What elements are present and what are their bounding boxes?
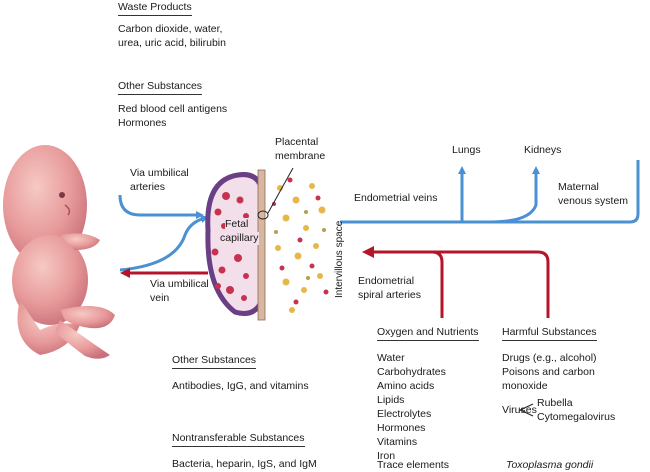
intervillous-particles bbox=[272, 177, 329, 313]
spiral-arteries-line-2: spiral arteries bbox=[358, 289, 422, 301]
fetal-capillary-shape bbox=[205, 169, 269, 321]
toxoplasma-label: Toxoplasma gondii bbox=[506, 459, 594, 471]
virus-cytomegalovirus: Cytomegalovirus bbox=[537, 411, 616, 423]
virus-bracket bbox=[518, 403, 534, 417]
other-bottom-heading: Other Substances bbox=[172, 354, 257, 369]
other-bottom-line: Antibodies, IgG, and vitamins bbox=[172, 380, 309, 392]
nontransferable-line: Bacteria, heparin, IgS, and IgM bbox=[172, 458, 317, 470]
harmful-line-2: Poisons and carbon bbox=[502, 366, 595, 378]
nontransferable-heading: Nontransferable Substances bbox=[172, 432, 305, 447]
via-arteries-line-1: Via umbilical bbox=[130, 167, 189, 179]
placental-membrane-line-1: Placental bbox=[275, 136, 319, 148]
waste-line-1: Carbon dioxide, water, bbox=[118, 23, 223, 35]
fetal-capillary-line-2: capillary bbox=[220, 232, 259, 245]
fetus-illustration bbox=[3, 145, 115, 359]
harmful-line-3: monoxide bbox=[502, 380, 548, 392]
waste-heading: Waste Products bbox=[118, 1, 192, 16]
spiral-arteries-line-1: Endometrial bbox=[358, 275, 415, 287]
harmful-line-1: Drugs (e.g., alcohol) bbox=[502, 352, 597, 364]
via-vein-line-1: Via umbilical bbox=[150, 278, 209, 290]
kidneys-arrow bbox=[489, 166, 540, 224]
oxygen-item: Carbohydrates bbox=[377, 366, 446, 378]
spiral-arteries-line bbox=[372, 250, 550, 318]
oxygen-item: Hormones bbox=[377, 422, 426, 434]
endometrial-veins-label: Endometrial veins bbox=[354, 192, 438, 204]
maternal-venous-line bbox=[340, 160, 640, 224]
maternal-venous-line-2: venous system bbox=[558, 195, 629, 207]
oxygen-item: Iron bbox=[377, 450, 396, 462]
membrane-pointer bbox=[267, 167, 294, 214]
waste-line-2: urea, uric acid, bilirubin bbox=[118, 37, 226, 49]
other-top-heading: Other Substances bbox=[118, 80, 203, 95]
via-vein-line-2: vein bbox=[150, 292, 170, 304]
virus-rubella: Rubella bbox=[537, 397, 573, 409]
oxygen-heading: Oxygen and Nutrients bbox=[377, 326, 479, 341]
harmful-heading: Harmful Substances bbox=[502, 326, 597, 341]
oxygen-item: Trace elements bbox=[377, 459, 449, 471]
umbilical-return-arrow bbox=[119, 215, 209, 272]
oxygen-item: Water bbox=[377, 352, 405, 364]
maternal-venous-line-1: Maternal bbox=[558, 181, 599, 193]
oxygen-item: Vitamins bbox=[377, 436, 418, 448]
oxygen-item: Electrolytes bbox=[377, 408, 432, 420]
via-arteries-line-2: arteries bbox=[130, 181, 166, 193]
umbilical-arteries-arrow bbox=[118, 194, 204, 219]
intervillous-space-label: Intervillous space bbox=[334, 220, 345, 298]
viruses-label: Viruses bbox=[502, 404, 537, 416]
other-top-line-2: Hormones bbox=[118, 117, 167, 129]
oxygen-item: Amino acids bbox=[377, 380, 435, 392]
kidneys-label: Kidneys bbox=[524, 144, 562, 156]
oxygen-item: Lipids bbox=[377, 394, 405, 406]
lungs-label: Lungs bbox=[452, 144, 481, 156]
placental-membrane-line-2: membrane bbox=[275, 150, 326, 162]
other-top-line-1: Red blood cell antigens bbox=[118, 103, 228, 115]
nutrients-feed-line bbox=[431, 250, 444, 318]
fetal-capillary-line-1: Fetal bbox=[225, 218, 249, 231]
